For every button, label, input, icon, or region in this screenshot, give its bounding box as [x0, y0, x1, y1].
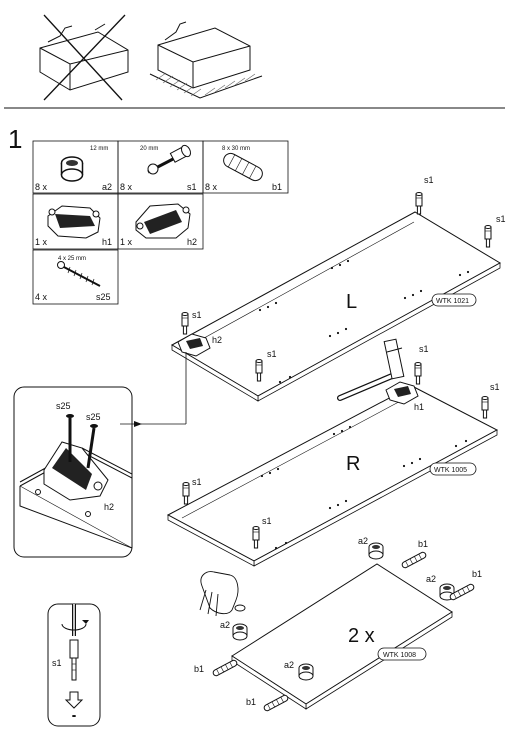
screwdriver-icon — [61, 604, 89, 636]
callout-s1: s1 — [192, 477, 202, 487]
panel-label: 2 x — [348, 625, 375, 647]
parts-table — [32, 140, 289, 305]
part-code: s1 — [187, 182, 197, 192]
callout-a2: a2 — [426, 574, 436, 584]
callout-h2: h2 — [212, 335, 222, 345]
callout-a2: a2 — [220, 620, 230, 630]
hinge-plate-icon — [385, 381, 419, 405]
part-size: 12 mm — [90, 146, 108, 152]
screwdriver-inset — [47, 603, 101, 727]
part-qty: 8 x — [205, 182, 218, 192]
callout-s25: s25 — [86, 412, 101, 422]
bottom-panel: 2 x WTK 1008 — [231, 563, 453, 710]
callout-s1: s1 — [262, 516, 272, 526]
hinge-plate-icon — [47, 205, 101, 239]
detail-inset — [13, 352, 187, 558]
part-code: b1 — [272, 182, 282, 192]
panel-label: R — [346, 453, 360, 475]
screw-icon — [57, 261, 101, 287]
callout-s1: s1 — [490, 382, 500, 392]
callout-s1: s1 — [419, 344, 429, 354]
part-qty: 4 x — [35, 292, 48, 302]
part-qty: 8 x — [120, 182, 133, 192]
crossed-out-box-icon — [39, 14, 129, 101]
callout-b1: b1 — [246, 697, 256, 707]
callout-s1: s1 — [267, 349, 277, 359]
panel-tag: WTK 1021 — [436, 298, 469, 305]
wooden-dowel-icon — [223, 152, 263, 182]
hand-icon — [199, 571, 246, 617]
callout-s1: s1 — [192, 310, 202, 320]
cam-bolt-icon — [147, 144, 192, 175]
callout-h2: h2 — [104, 502, 114, 512]
step-number: 1 — [8, 124, 22, 154]
callout-a2: a2 — [284, 660, 294, 670]
right-side-panel: R WTK 1005 — [166, 385, 499, 567]
part-qty: 8 x — [35, 182, 48, 192]
part-size: 8 x 30 mm — [222, 146, 250, 152]
callout-a2: a2 — [358, 536, 368, 546]
panel-tag: WTK 1005 — [434, 467, 467, 474]
part-qty: 1 x — [120, 237, 133, 247]
part-qty: 1 x — [35, 237, 48, 247]
callout-b1: b1 — [418, 539, 428, 549]
callout-s25: s25 — [56, 401, 71, 411]
panel-label: L — [346, 291, 357, 313]
cam-lock-icon — [60, 156, 84, 182]
part-code: a2 — [102, 182, 112, 192]
part-code: h1 — [102, 237, 112, 247]
arrow-down-icon — [64, 691, 84, 709]
hinge-plate-icon — [135, 203, 191, 239]
part-size: 4 x 25 mm — [58, 256, 86, 262]
left-side-panel: L WTK 1021 — [170, 211, 502, 402]
panel-tag: WTK 1008 — [383, 652, 416, 659]
hammer-icon — [337, 338, 405, 401]
callout-s1: s1 — [424, 175, 434, 185]
callout-s1: s1 — [496, 214, 506, 224]
hinge-plate-icon — [177, 333, 211, 357]
box-on-surface-icon — [149, 21, 263, 99]
callout-b1: b1 — [194, 664, 204, 674]
callout-h1: h1 — [414, 402, 424, 412]
part-code: h2 — [187, 237, 197, 247]
part-code: s25 — [96, 292, 111, 302]
cross-out-icon — [43, 14, 123, 101]
callout-b1: b1 — [472, 569, 482, 579]
part-size: 20 mm — [140, 146, 158, 152]
callout-s1: s1 — [52, 658, 62, 668]
